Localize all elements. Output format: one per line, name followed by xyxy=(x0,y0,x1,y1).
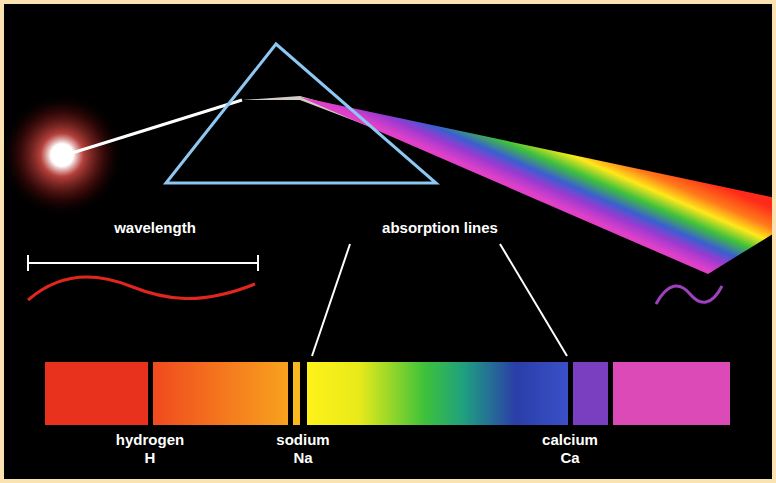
prism-illustration xyxy=(4,4,772,479)
white-beam xyxy=(72,100,242,153)
wavelength-label: wavelength xyxy=(114,219,196,237)
leader-lines xyxy=(312,244,567,356)
absorption-lines-label: absorption lines xyxy=(382,219,498,237)
spectrum-fan xyxy=(300,97,772,274)
wavelength-bracket xyxy=(28,255,258,271)
element-label: calcium Ca xyxy=(542,431,598,467)
absorption-spectrum xyxy=(45,362,730,425)
element-label: sodium Na xyxy=(276,431,329,467)
prism xyxy=(166,44,436,183)
red-wave xyxy=(28,277,255,300)
element-label: hydrogen H xyxy=(116,431,184,467)
light-source xyxy=(4,93,124,217)
violet-wave xyxy=(656,286,722,304)
